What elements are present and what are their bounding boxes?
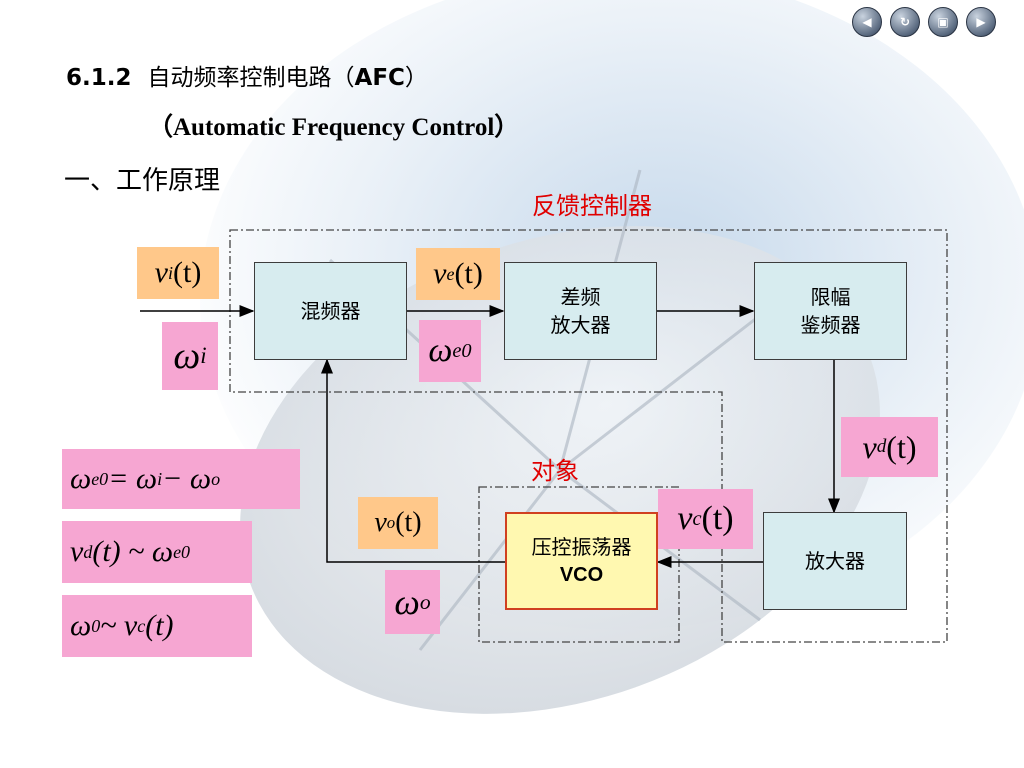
nav-forward-icon[interactable]: ▶ xyxy=(966,7,996,37)
title-cn: 自动频率控制电路（ xyxy=(147,65,355,91)
if-amplifier-block: 差频放大器 xyxy=(504,262,657,360)
disc-line2: 鉴频器 xyxy=(800,313,861,337)
amplifier-label: 放大器 xyxy=(805,549,865,573)
title-abbr: AFC xyxy=(354,65,405,91)
nav-buttons: ◀ ↻ ▣ ▶ xyxy=(852,7,996,37)
amplifier-block: 放大器 xyxy=(763,512,907,610)
section-number: 6.1.2 xyxy=(66,65,132,91)
nav-back-icon[interactable]: ◀ xyxy=(852,7,882,37)
object-region xyxy=(478,486,680,643)
discriminator-block: 限幅鉴频器 xyxy=(754,262,907,360)
vco-line1: 压控振荡器 xyxy=(531,535,632,559)
if-amp-line1: 差频 xyxy=(560,285,601,309)
vco-block: 压控振荡器 VCO xyxy=(505,512,658,610)
nav-menu-icon[interactable]: ▣ xyxy=(928,7,958,37)
vco-line2: VCO xyxy=(559,564,604,586)
slide-subtitle: （Automatic Frequency Control） xyxy=(148,114,520,141)
object-label: 对象 xyxy=(531,457,579,485)
slide-title: 6.1.2 自动频率控制电路（AFC） xyxy=(66,58,428,92)
mixer-block: 混频器 xyxy=(254,262,407,360)
nav-home-icon[interactable]: ↻ xyxy=(890,7,920,37)
feedback-region xyxy=(229,229,948,643)
title-close: ） xyxy=(404,65,428,91)
disc-line1: 限幅 xyxy=(810,285,851,309)
if-amp-line2: 放大器 xyxy=(550,313,611,337)
section-heading: 一、工作原理 xyxy=(64,166,221,196)
vco-mixer-arrow xyxy=(321,358,505,563)
mixer-label: 混频器 xyxy=(300,299,361,323)
feedback-controller-label: 反馈控制器 xyxy=(532,192,652,220)
